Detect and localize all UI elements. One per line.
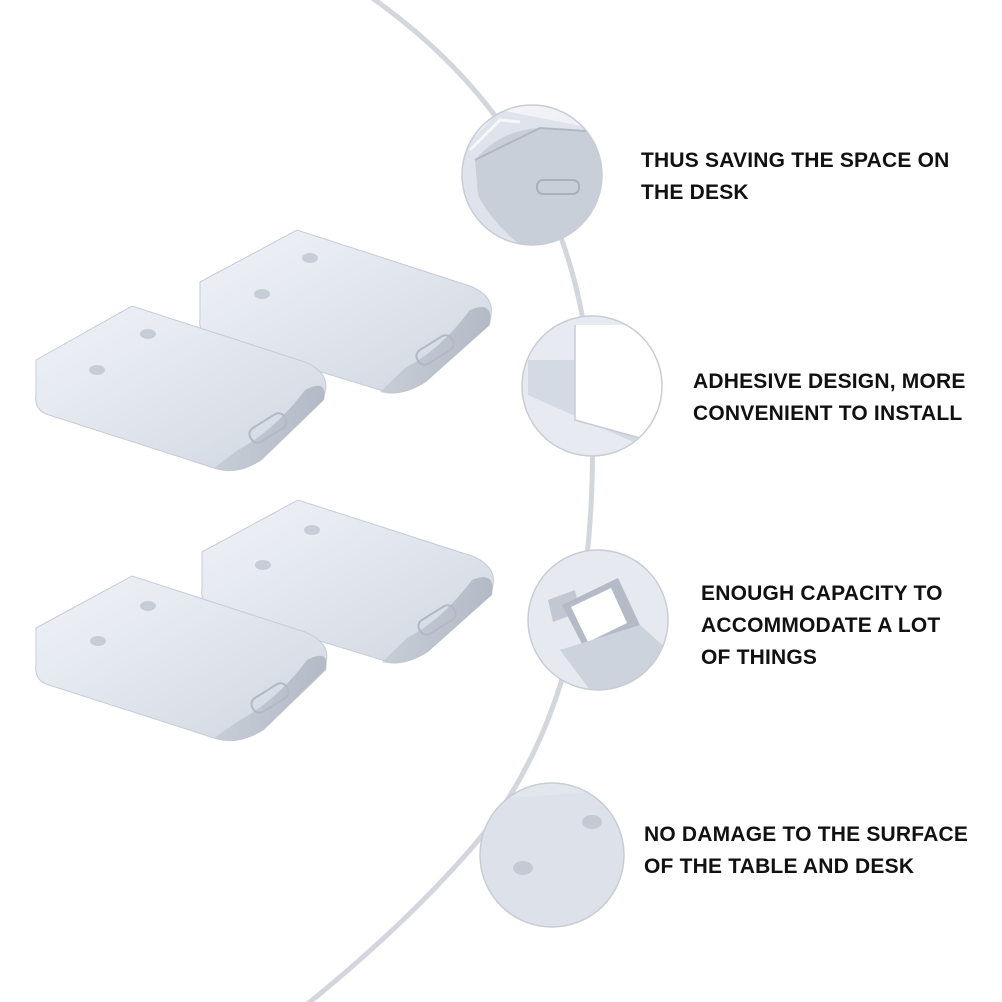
feature-text-line: ENOUGH CAPACITY TO — [701, 582, 943, 605]
feature-text-space-saving: THUS SAVING THE SPACE ON THE DESK — [641, 145, 950, 209]
feature-text-adhesive-design: ADHESIVE DESIGN, MORE CONVENIENT TO INST… — [693, 366, 966, 430]
feature-text-line: CONVENIENT TO INSTALL — [693, 402, 963, 425]
feature-text-line: OF THE TABLE AND DESK — [644, 855, 915, 878]
detail-circle-capacity — [527, 549, 669, 691]
drawer-organizer-4 — [35, 575, 328, 742]
feature-text-line: ACCOMMODATE A LOT — [701, 614, 941, 637]
feature-text-line: OF THINGS — [701, 646, 818, 669]
feature-text-line: THE DESK — [641, 181, 749, 204]
feature-text-line: ADHESIVE DESIGN, MORE — [693, 370, 966, 393]
feature-text-line: NO DAMAGE TO THE SURFACE — [644, 823, 969, 846]
feature-text-line: THUS SAVING THE SPACE ON — [641, 149, 950, 172]
detail-circle-handle — [461, 104, 603, 246]
feature-text-no-damage: NO DAMAGE TO THE SURFACE OF THE TABLE AN… — [644, 819, 968, 883]
detail-circle-adhesive — [521, 315, 663, 457]
drawer-organizer-2 — [35, 305, 327, 472]
feature-text-capacity: ENOUGH CAPACITY TO ACCOMMODATE A LOT OF … — [701, 578, 943, 674]
detail-circle-surface — [479, 782, 625, 928]
